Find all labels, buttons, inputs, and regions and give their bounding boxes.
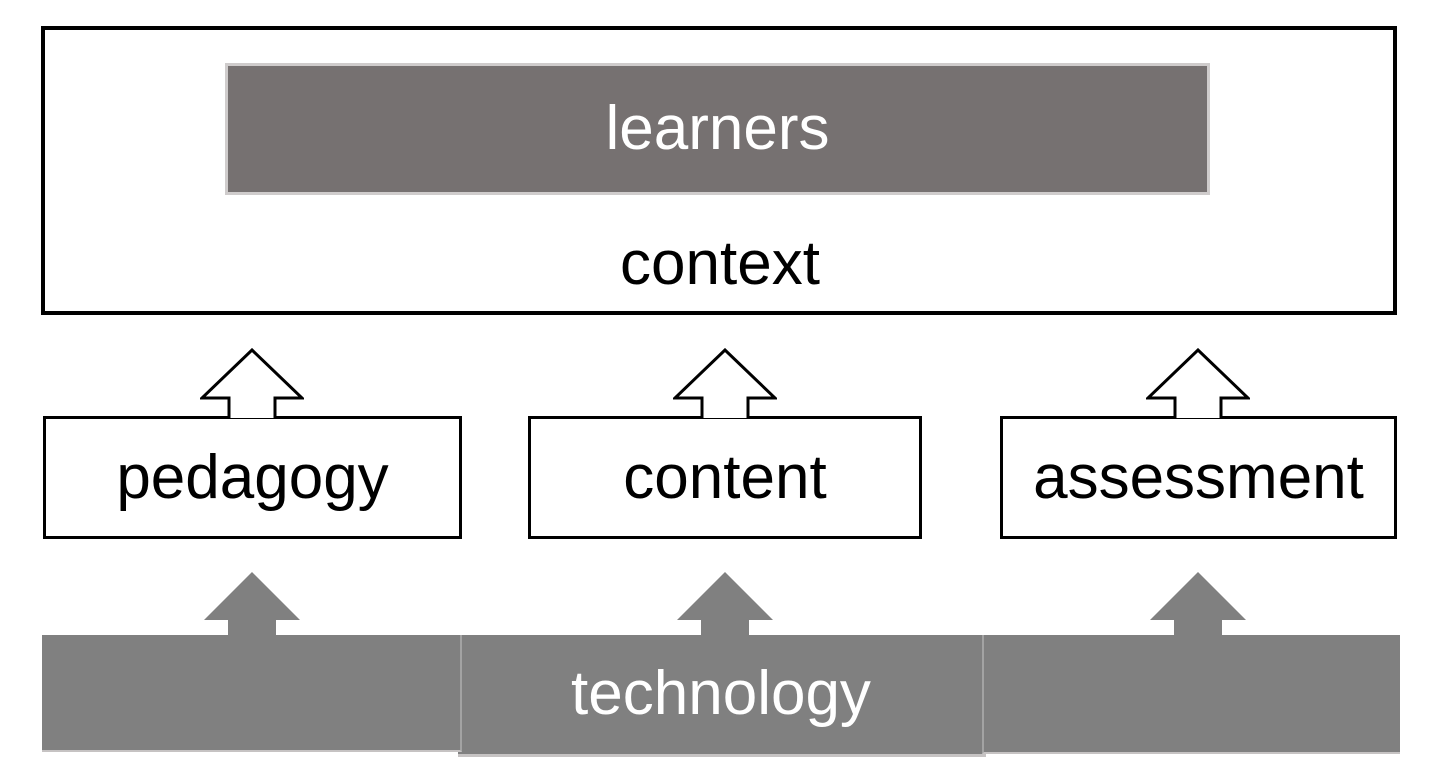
context-label-wrap: context bbox=[43, 224, 1397, 304]
technology-label: technology bbox=[571, 658, 871, 728]
up-arrow-outline-icon bbox=[673, 348, 777, 418]
content-box: content bbox=[528, 416, 922, 539]
technology-bar-segment-left bbox=[42, 635, 462, 752]
technology-bar-segment-middle bbox=[458, 635, 986, 757]
up-arrow-solid-icon bbox=[677, 572, 773, 638]
up-arrow-outline-icon bbox=[200, 348, 304, 418]
assessment-box: assessment bbox=[1000, 416, 1397, 539]
up-arrow-solid-icon bbox=[204, 572, 300, 638]
content-label: content bbox=[623, 442, 827, 512]
technology-bar-segment-right bbox=[982, 635, 1400, 754]
assessment-label: assessment bbox=[1033, 442, 1364, 512]
up-arrow-solid-icon bbox=[1150, 572, 1246, 638]
pedagogy-label: pedagogy bbox=[116, 442, 389, 512]
up-arrow-outline-icon bbox=[1146, 348, 1250, 418]
technology-label-wrap: technology bbox=[42, 635, 1400, 752]
pedagogy-box: pedagogy bbox=[43, 416, 462, 539]
learners-box: learners bbox=[225, 63, 1210, 195]
context-label: context bbox=[620, 229, 820, 298]
learners-label: learners bbox=[605, 94, 830, 163]
